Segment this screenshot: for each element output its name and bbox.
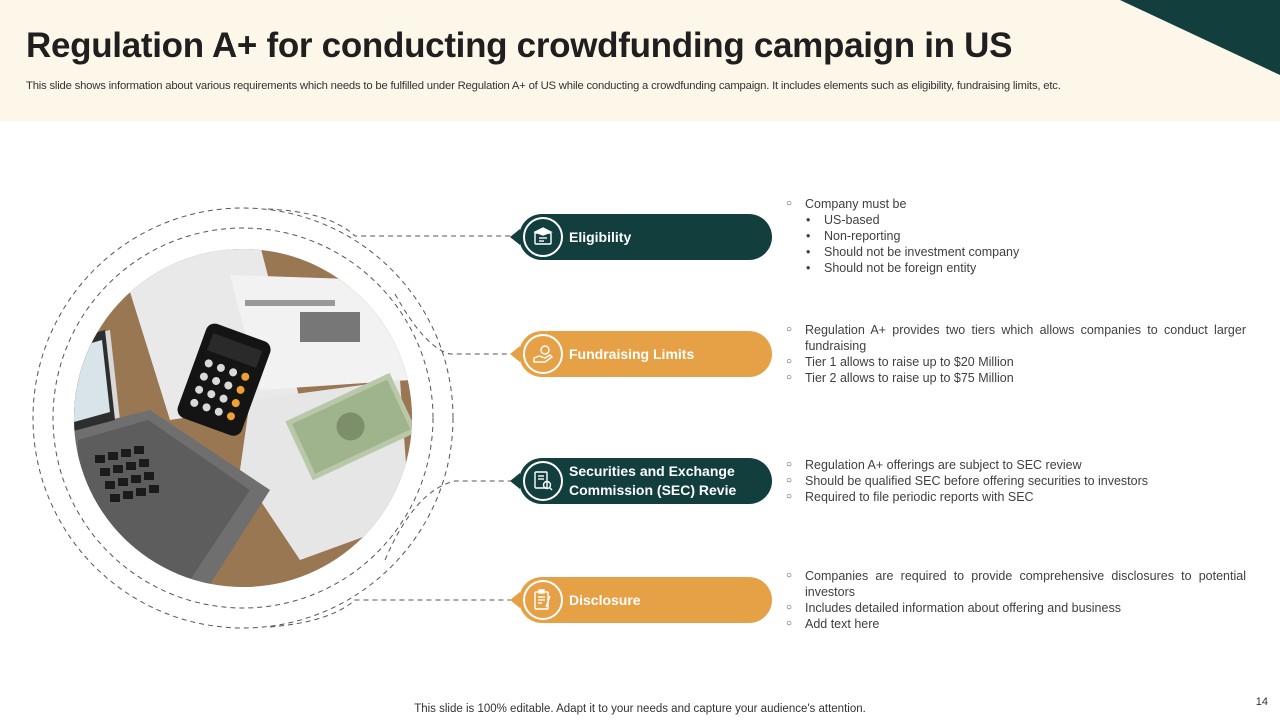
sec-review-label-line2: Commission (SEC) Revie xyxy=(569,482,737,498)
outer-dashed-ring xyxy=(32,207,454,629)
list-item: Regulation A+ offerings are subject to S… xyxy=(786,457,1246,473)
list-item: Company must be xyxy=(786,196,1246,212)
photo xyxy=(74,249,412,587)
sub-list-item: US-based xyxy=(786,212,1246,228)
sub-list-item: Non-reporting xyxy=(786,228,1246,244)
list-item: Includes detailed information about offe… xyxy=(786,600,1246,616)
fundraising-limits-label: Fundraising Limits xyxy=(569,345,695,362)
list-item: Should be qualified SEC before offering … xyxy=(786,473,1246,489)
connector-eligibility xyxy=(267,208,512,237)
page-title: Regulation A+ for conducting crowdfundin… xyxy=(26,26,1013,65)
connector-disclosure xyxy=(269,599,512,628)
fundraising-limits-pill: Fundraising Limits xyxy=(510,331,772,377)
page-subtitle: This slide shows information about vario… xyxy=(26,80,1061,92)
clipboard-pen-icon xyxy=(523,580,563,620)
disclosure-pill: Disclosure xyxy=(510,577,772,623)
inner-dashed-ring xyxy=(52,227,434,609)
graduation-certificate-icon xyxy=(523,217,563,257)
disclosure-details: Companies are required to provide compre… xyxy=(786,568,1246,632)
header-band xyxy=(0,0,1280,121)
list-item: Add text here xyxy=(786,616,1246,632)
list-item: Required to file periodic reports with S… xyxy=(786,489,1246,505)
eligibility-details: Company must be US-based Non-reporting S… xyxy=(786,196,1246,276)
central-photo-graphic xyxy=(32,207,512,629)
sec-review-details: Regulation A+ offerings are subject to S… xyxy=(786,457,1246,505)
sub-list-item: Should not be foreign entity xyxy=(786,260,1246,276)
sec-review-label-line1: Securities and Exchange xyxy=(569,463,735,479)
hand-money-icon xyxy=(523,334,563,374)
disclosure-label: Disclosure xyxy=(569,591,641,608)
sec-review-label: Securities and Exchange Commission (SEC)… xyxy=(569,462,760,500)
corner-decoration xyxy=(1120,0,1280,75)
list-item: Tier 1 allows to raise up to $20 Million xyxy=(786,354,1246,370)
footer-note: This slide is 100% editable. Adapt it to… xyxy=(414,703,866,715)
sub-list-item: Should not be investment company xyxy=(786,244,1246,260)
list-item: Regulation A+ provides two tiers which a… xyxy=(786,322,1246,354)
list-item: Tier 2 allows to raise up to $75 Million xyxy=(786,370,1246,386)
connector-fundraising xyxy=(394,293,512,355)
document-review-icon xyxy=(523,461,563,501)
list-item: Companies are required to provide compre… xyxy=(786,568,1246,600)
page-number: 14 xyxy=(1255,696,1268,708)
fundraising-limits-details: Regulation A+ provides two tiers which a… xyxy=(786,322,1246,386)
sec-review-pill: Securities and Exchange Commission (SEC)… xyxy=(510,458,772,504)
eligibility-pill: Eligibility xyxy=(510,214,772,260)
eligibility-label: Eligibility xyxy=(569,228,632,245)
